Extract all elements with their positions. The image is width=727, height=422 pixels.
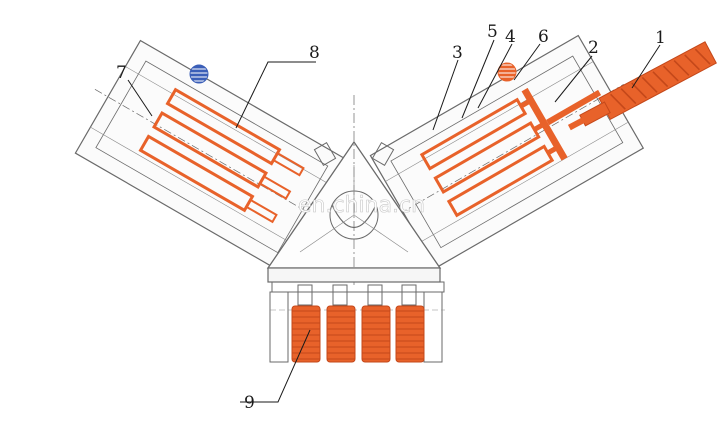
left-cavity-neck bbox=[258, 175, 292, 200]
leader-line-4 bbox=[477, 43, 513, 109]
left-mold-centerline bbox=[94, 89, 338, 230]
preform-holder bbox=[401, 284, 417, 306]
hot-runner-branch bbox=[533, 122, 545, 132]
right-mold-guide-line bbox=[385, 61, 594, 182]
leader-line-8 bbox=[235, 61, 316, 129]
turret-hub bbox=[331, 204, 377, 229]
callout-2: 2 bbox=[588, 38, 599, 58]
callout-4: 4 bbox=[505, 27, 516, 47]
callout-6: 6 bbox=[538, 27, 549, 47]
left-mold-guide-line bbox=[125, 66, 334, 187]
callout-3: 3 bbox=[452, 43, 463, 63]
finished-bottle bbox=[326, 305, 356, 363]
blue-hatched-marker bbox=[189, 64, 209, 84]
base-frame bbox=[271, 281, 445, 293]
left-cavity-neck bbox=[272, 151, 305, 177]
screw-flights bbox=[610, 48, 711, 110]
callout-5: 5 bbox=[487, 22, 498, 42]
hot-runner-branch bbox=[546, 145, 558, 156]
base-left-post bbox=[269, 291, 289, 363]
turret-arm bbox=[353, 214, 409, 253]
leader-line-9 bbox=[240, 329, 311, 403]
right-mold-guide-line bbox=[420, 121, 629, 243]
callout-8: 8 bbox=[309, 43, 320, 63]
barrel-tip bbox=[567, 117, 585, 131]
finished-bottle bbox=[291, 305, 321, 363]
left-mold-guide-line bbox=[90, 126, 299, 248]
leader-line-2 bbox=[554, 55, 593, 103]
preform-holder bbox=[367, 284, 383, 306]
preform-holder bbox=[297, 284, 313, 306]
leader-line-5 bbox=[461, 39, 495, 119]
turret-arm bbox=[299, 214, 355, 253]
turret-bracket bbox=[313, 142, 337, 166]
left-mold-unit bbox=[74, 39, 350, 274]
watermark: en.china.cn bbox=[298, 193, 425, 218]
callout-9: 9 bbox=[244, 393, 255, 413]
turret-bracket bbox=[371, 142, 395, 166]
leader-line-3 bbox=[432, 59, 459, 131]
sprue-bar bbox=[546, 89, 602, 126]
left-cavity-neck bbox=[245, 198, 278, 224]
callout-1: 1 bbox=[655, 28, 666, 48]
right-mold-unit bbox=[369, 34, 645, 269]
hot-runner-manifold bbox=[521, 87, 568, 161]
callout-7: 7 bbox=[116, 63, 127, 83]
leader-line-1 bbox=[631, 44, 661, 89]
leader-line-7 bbox=[127, 79, 153, 117]
leader-line-6 bbox=[513, 43, 541, 81]
hot-runner-branch bbox=[519, 99, 531, 109]
orange-hatched-marker bbox=[497, 62, 517, 82]
base-plate bbox=[267, 267, 441, 283]
finished-bottle bbox=[395, 305, 425, 363]
right-mold-centerline bbox=[385, 84, 624, 223]
preform-holder bbox=[332, 284, 348, 306]
base-right-post bbox=[423, 291, 443, 363]
injection-screw-barrel bbox=[567, 41, 717, 131]
finished-bottle bbox=[361, 305, 391, 363]
